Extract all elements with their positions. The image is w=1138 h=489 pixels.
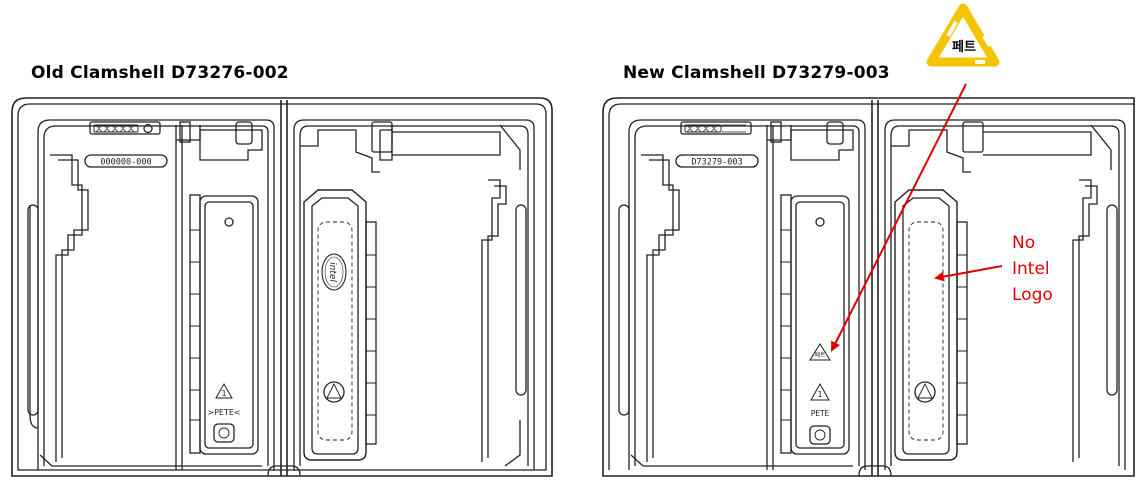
old-clamshell-drawing: 000000-000 1 >PETE< [11, 97, 553, 477]
new-recycle-icon: 1 PETE [809, 382, 831, 445]
old-esd-icon [323, 381, 345, 403]
old-recycle-icon: 1 >PETE< [207, 382, 241, 443]
old-clamshell-title: Old Clamshell D73276-002 [31, 63, 289, 83]
new-esd-icon [914, 381, 936, 403]
korean-recycle-icon: 페트 [926, 3, 1000, 67]
svg-text:PETE: PETE [811, 409, 830, 418]
annotation-line-3: Logo [1012, 285, 1053, 305]
new-clamshell-drawing: D73279-003 페트 1 PETE [602, 97, 1135, 477]
new-clamshell-title: New Clamshell D73279-003 [623, 63, 890, 83]
old-part-number: 000000-000 [100, 158, 151, 168]
intel-logo-icon: intel [321, 253, 347, 291]
annotation-line-1: No [1012, 233, 1036, 253]
no-intel-logo-annotation: No Intel Logo [1012, 230, 1053, 308]
svg-text:페트: 페트 [814, 351, 826, 359]
arrow-to-tray-mark [831, 83, 967, 352]
svg-text:1: 1 [221, 389, 226, 398]
annotation-line-2: Intel [1012, 259, 1050, 279]
svg-text:>PETE<: >PETE< [207, 408, 240, 417]
svg-text:1: 1 [817, 390, 822, 399]
svg-text:intel: intel [327, 262, 337, 282]
new-part-number: D73279-003 [691, 158, 742, 168]
korean-mark-text: 페트 [952, 40, 976, 55]
arrow-to-logo-area [934, 265, 1003, 282]
tray-korean-recycle-icon: 페트 [809, 343, 831, 361]
